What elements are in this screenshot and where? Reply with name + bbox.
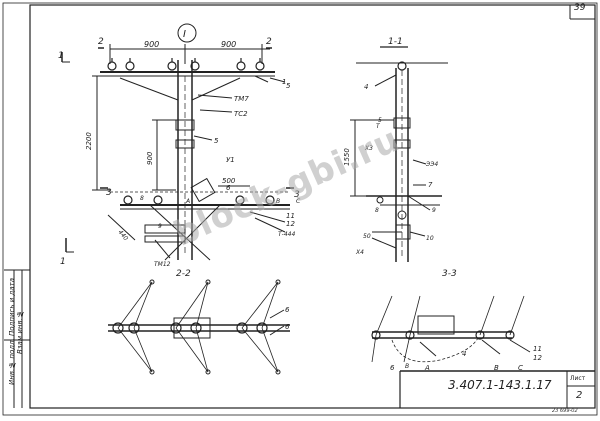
view-1-1-labels: 1-1 1550 50 4 Х3 X4 7 Т 8 9 5 10 ЭЭ4 <box>343 37 438 256</box>
pole-section-3-3 <box>417 315 455 335</box>
part-9: 9 <box>158 223 162 230</box>
part-1: 1 <box>282 78 286 86</box>
part-1-1-8: 8 <box>375 207 379 214</box>
part-3-3-4: 4 <box>462 350 466 358</box>
part-X4: X4 <box>355 249 364 256</box>
lower-insulators <box>123 195 275 205</box>
point-A: А <box>185 198 190 205</box>
part-T444: Т-444 <box>278 231 295 238</box>
guy-wires-2-2 <box>117 281 279 373</box>
page-number: 39 <box>574 3 586 13</box>
dim-440-label: 440 <box>116 229 129 242</box>
dim-900-vert-label: 900 <box>146 151 154 165</box>
roman-circle <box>177 23 197 43</box>
part-TC2: ТС2 <box>234 110 248 118</box>
pole-section-2-2 <box>173 317 211 339</box>
view-1-1-title: 1-1 <box>388 37 403 47</box>
part-8: 8 <box>140 195 144 202</box>
part-5-top: 5 <box>286 82 291 90</box>
dim-900-right: 900 <box>221 40 236 49</box>
part-1-1-7: 7 <box>428 181 433 189</box>
part-TM12: ТМ12 <box>154 261 171 268</box>
section-mark-3-left: 3 <box>106 188 112 198</box>
part-3-3-C: С <box>518 364 523 372</box>
side-stamp-label: Инв.№ подл. Подпись и дата Взам.инв.№ <box>8 278 24 386</box>
dim-500-label: 500 <box>222 177 236 185</box>
part-3-3-11: 11 <box>533 345 542 353</box>
section-mark-1-top: 1 <box>58 51 64 61</box>
part-EE4: ЭЭ4 <box>425 161 438 168</box>
lower-fitting-2 <box>144 235 186 243</box>
part-3-3-12: 12 <box>533 354 542 362</box>
part-12: 12 <box>286 220 295 228</box>
section-mark-1-bottom: 1 <box>60 257 66 267</box>
part-3-3-B2: В <box>405 363 409 370</box>
section-mark-3-right: 3 <box>294 190 300 200</box>
part-3-3-B: В <box>494 364 499 372</box>
lower-fitting <box>144 224 186 234</box>
main-view-labels: I 900 900 2200 900 500 440 1 5 ТМ7 ТС2 5… <box>58 29 301 268</box>
diagonal-2 <box>164 204 221 261</box>
part-6: 6 <box>226 184 231 192</box>
part-3-3-A: А <box>424 364 430 372</box>
part-1-1-9: 9 <box>432 207 436 214</box>
sheet-label: Лист <box>570 375 586 382</box>
part-2-2-6b: 6 <box>285 323 290 331</box>
sheet-number: 2 <box>576 390 583 401</box>
section-mark-2-left: 2 <box>98 37 104 47</box>
point-B: В <box>276 198 280 205</box>
clamp-upper <box>175 119 195 131</box>
corner-code: 23 699-02 <box>552 408 578 414</box>
part-2-2-6a: 6 <box>285 306 290 314</box>
dim-1550-label: 1550 <box>343 148 351 166</box>
inner-frame <box>29 4 596 409</box>
section-mark-2-right: 2 <box>266 37 272 47</box>
part-5-mid: 5 <box>214 137 219 145</box>
dim-440 <box>107 214 136 241</box>
view-2-2-title: 2-2 <box>176 269 191 279</box>
clamp-lower <box>175 139 195 149</box>
dim-50-label: 50 <box>363 233 371 240</box>
main-view <box>61 23 294 261</box>
view-3-3 <box>371 295 531 363</box>
part-TM7: ТМ7 <box>234 95 249 103</box>
view-2-2 <box>108 279 290 375</box>
upper-insulators <box>107 58 265 71</box>
view-3-3-labels: 3-3 4 11 12 6 А В С В <box>390 269 542 372</box>
part-U1: У1 <box>226 156 235 164</box>
outer-frame <box>2 2 598 416</box>
part-1-1-4: 4 <box>364 83 368 91</box>
bracket-U1 <box>190 177 216 203</box>
part-11: 11 <box>286 212 295 220</box>
part-1-1-5: 5 <box>378 117 382 124</box>
part-1-1-10: 10 <box>426 235 434 242</box>
part-T: Т <box>376 123 381 130</box>
part-X3: Х3 <box>364 145 373 152</box>
view-1-1 <box>350 46 448 262</box>
brace-left <box>119 77 179 101</box>
part-3-3-6: 6 <box>390 364 395 372</box>
view-3-3-title: 3-3 <box>442 269 457 279</box>
roman-label: I <box>183 29 186 40</box>
brace-right <box>191 77 241 101</box>
point-C: С <box>296 198 301 205</box>
document-number: 3.407.1-143.1.17 <box>448 378 552 392</box>
view-2-2-labels: 2-2 6 6 <box>176 269 290 331</box>
dim-900-left: 900 <box>144 40 159 49</box>
dim-2200-label: 2200 <box>85 132 93 150</box>
